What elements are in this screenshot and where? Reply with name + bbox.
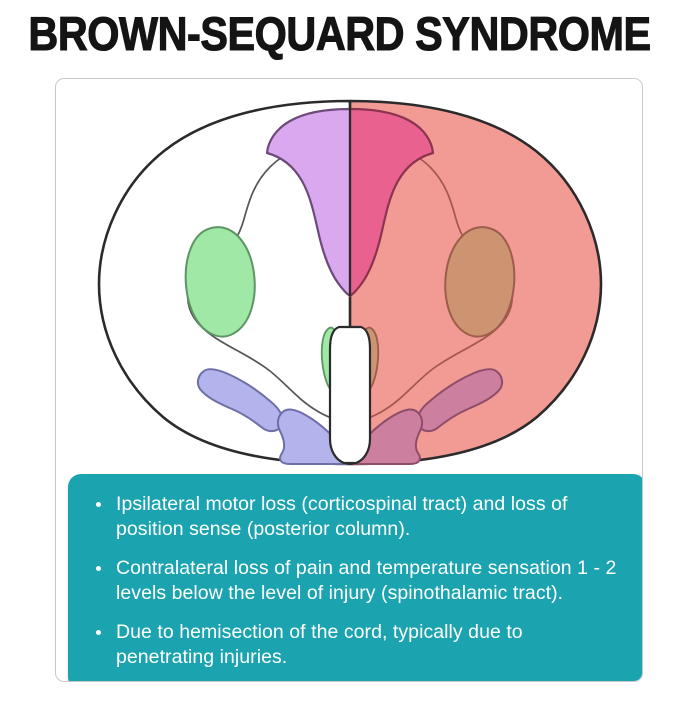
tract-blue-upper-left — [196, 368, 284, 433]
anterior-median-fissure — [328, 325, 372, 465]
posterior-horn-left — [265, 107, 350, 298]
tract-blue-upper-right-lesioned — [416, 368, 504, 433]
bullet-text: Contralateral loss of pain and temperatu… — [116, 557, 617, 604]
bullet-list: Ipsilateral motor loss (corticospinal tr… — [90, 492, 624, 670]
cord-half-right — [350, 99, 603, 466]
page-title: BROWN-SEQUARD SYNDROME — [28, 6, 652, 60]
title-bar: BROWN-SEQUARD SYNDROME — [0, 0, 680, 66]
clinical-features-panel: Ipsilateral motor loss (corticospinal tr… — [68, 474, 642, 681]
tract-green-left — [184, 226, 256, 338]
list-item: Due to hemisection of the cord, typicall… — [90, 620, 624, 670]
cord-half-left — [97, 99, 350, 466]
bullet-text: Due to hemisection of the cord, typicall… — [116, 621, 523, 668]
list-item: Ipsilateral motor loss (corticospinal tr… — [90, 492, 624, 542]
spinal-cord-diagram — [56, 79, 642, 467]
infographic-card: Ipsilateral motor loss (corticospinal tr… — [55, 78, 643, 682]
tract-green-right-lesioned — [444, 226, 516, 338]
bullet-text: Ipsilateral motor loss (corticospinal tr… — [116, 493, 568, 540]
bullet-dot-icon — [96, 502, 101, 507]
list-item: Contralateral loss of pain and temperatu… — [90, 556, 624, 606]
bullet-dot-icon — [96, 630, 101, 635]
posterior-horn-right — [350, 107, 435, 298]
bullet-dot-icon — [96, 566, 101, 571]
spinal-cord-svg — [97, 99, 603, 466]
